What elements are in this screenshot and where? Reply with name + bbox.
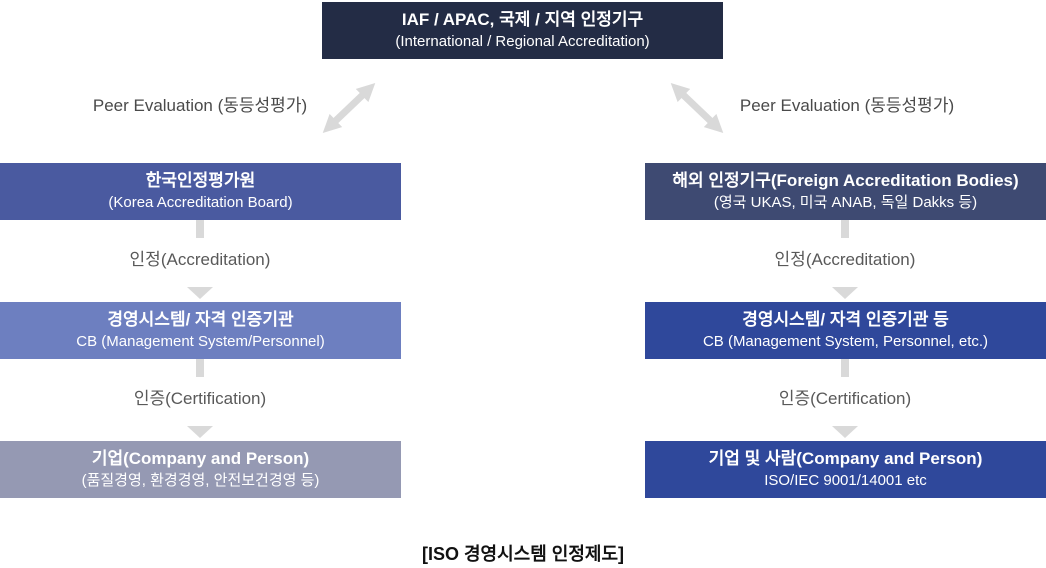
foreign-accreditation-bodies-subtitle: (영국 UKAS, 미국 ANAB, 독일 Dakks 등)	[713, 193, 978, 211]
top-box-subtitle: (International / Regional Accreditation)	[395, 32, 650, 50]
top-box-title: IAF / APAC, 국제 / 지역 인정기구	[401, 9, 644, 29]
korea-accreditation-board-title: 한국인정평가원	[145, 170, 256, 190]
korea-accreditation-board-subtitle: (Korea Accreditation Board)	[108, 193, 293, 211]
right-certification-body-title: 경영시스템/ 자격 인증기관 등	[742, 309, 949, 329]
right-certification-body-box: 경영시스템/ 자격 인증기관 등 CB (Management System, …	[645, 302, 1046, 359]
diagram-caption: [ISO 경영시스템 인정제도]	[421, 544, 625, 564]
top-accreditation-box: IAF / APAC, 국제 / 지역 인정기구 (International …	[322, 2, 723, 59]
foreign-accreditation-bodies-title: 해외 인정기구(Foreign Accreditation Bodies)	[672, 170, 1019, 190]
peer-evaluation-arrow-right-icon	[670, 82, 724, 134]
right-arrow-down-icon-1	[832, 287, 858, 299]
korea-accreditation-board-box: 한국인정평가원 (Korea Accreditation Board)	[0, 163, 401, 220]
peer-evaluation-label-right: Peer Evaluation (동등성평가)	[739, 96, 955, 115]
left-accreditation-label: 인정(Accreditation)	[129, 250, 271, 269]
right-company-person-subtitle: ISO/IEC 9001/14001 etc	[764, 471, 927, 489]
left-arrow-down-icon-1	[187, 287, 213, 299]
right-company-person-title: 기업 및 사람(Company and Person)	[708, 448, 983, 468]
right-accreditation-label: 인정(Accreditation)	[774, 250, 916, 269]
peer-evaluation-label-left: Peer Evaluation (동등성평가)	[92, 96, 308, 115]
left-certification-body-title: 경영시스템/ 자격 인증기관	[107, 309, 294, 329]
right-connector1-stem	[841, 220, 849, 238]
right-arrow-down-icon-2	[832, 426, 858, 438]
left-company-subtitle: (품질경영, 환경경영, 안전보건경영 등)	[81, 471, 320, 489]
left-company-box: 기업(Company and Person) (품질경영, 환경경영, 안전보건…	[0, 441, 401, 498]
right-company-person-box: 기업 및 사람(Company and Person) ISO/IEC 9001…	[645, 441, 1046, 498]
right-connector2-stem	[841, 359, 849, 377]
left-arrow-down-icon-2	[187, 426, 213, 438]
right-certification-label: 인증(Certification)	[778, 389, 912, 408]
left-certification-body-subtitle: CB (Management System/Personnel)	[76, 332, 325, 350]
left-connector1-stem	[196, 220, 204, 238]
right-certification-body-subtitle: CB (Management System, Personnel, etc.)	[702, 332, 989, 350]
left-connector2-stem	[196, 359, 204, 377]
peer-evaluation-arrow-left-icon	[322, 82, 376, 134]
left-certification-body-box: 경영시스템/ 자격 인증기관 CB (Management System/Per…	[0, 302, 401, 359]
foreign-accreditation-bodies-box: 해외 인정기구(Foreign Accreditation Bodies) (영…	[645, 163, 1046, 220]
left-company-title: 기업(Company and Person)	[91, 448, 310, 468]
left-certification-label: 인증(Certification)	[133, 389, 267, 408]
